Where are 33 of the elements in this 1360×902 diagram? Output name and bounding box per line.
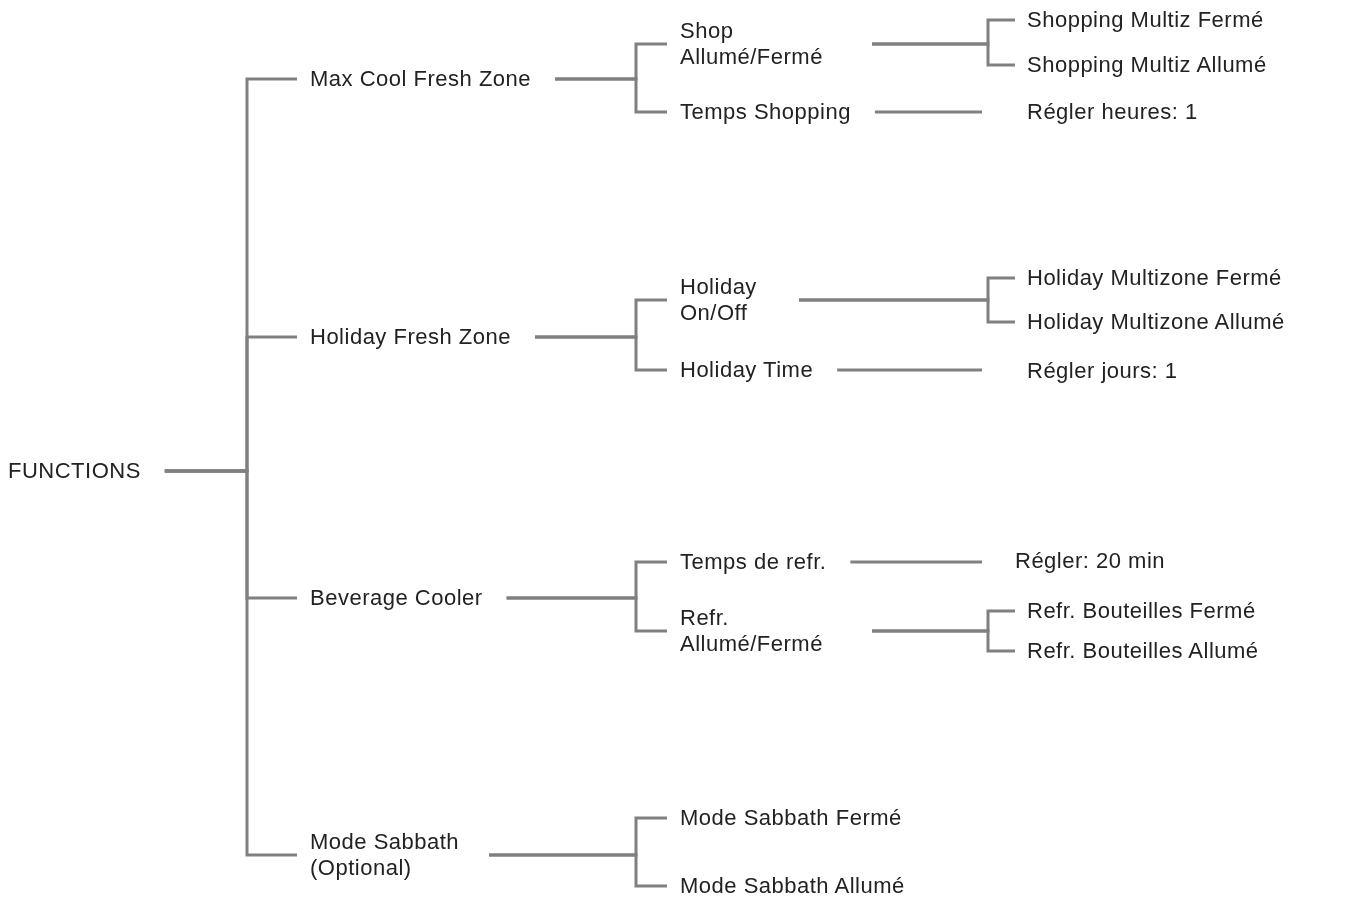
- node-label: Régler jours: 1: [1027, 358, 1178, 384]
- node-label: Mode Sabbath Fermé: [680, 805, 902, 831]
- node-label: Refr. Bouteilles Fermé: [1027, 598, 1256, 624]
- node-label: Holiday On/Off: [680, 274, 758, 326]
- connector-line: [555, 77, 667, 114]
- connector-line: [489, 853, 667, 888]
- node-label: Temps de refr.: [680, 549, 827, 575]
- connector-line: [874, 110, 982, 114]
- node-label: Régler: 20 min: [1015, 548, 1166, 574]
- node-label: Refr. Bouteilles Allumé: [1027, 638, 1259, 664]
- connector-line: [872, 42, 1015, 67]
- connector-line: [506, 596, 667, 633]
- node-label: Mode Sabbath (Optional): [310, 829, 461, 881]
- connector-line: [837, 368, 982, 372]
- node-label: Beverage Cooler: [310, 585, 483, 611]
- node-label: Shopping Multiz Fermé: [1027, 7, 1264, 33]
- connector-line: [872, 629, 1015, 653]
- node-label: FUNCTIONS: [8, 458, 141, 484]
- connector-line: [164, 469, 297, 857]
- node-label: Temps Shopping: [680, 99, 851, 125]
- node-label: Holiday Multizone Fermé: [1027, 265, 1282, 291]
- node-label: Mode Sabbath Allumé: [680, 873, 905, 899]
- node-label: Holiday Multizone Allumé: [1027, 309, 1285, 335]
- node-label: Régler heures: 1: [1027, 99, 1198, 125]
- node-label: Shop Allumé/Fermé: [680, 18, 824, 70]
- node-label: Refr. Allumé/Fermé: [680, 605, 824, 657]
- node-label: Max Cool Fresh Zone: [310, 66, 532, 92]
- connector-line: [535, 335, 667, 372]
- node-label: Shopping Multiz Allumé: [1027, 52, 1267, 78]
- node-label: Holiday Fresh Zone: [310, 324, 511, 350]
- node-label: Holiday Time: [680, 357, 814, 383]
- connector-line: [799, 298, 1015, 324]
- connector-line: [850, 560, 982, 564]
